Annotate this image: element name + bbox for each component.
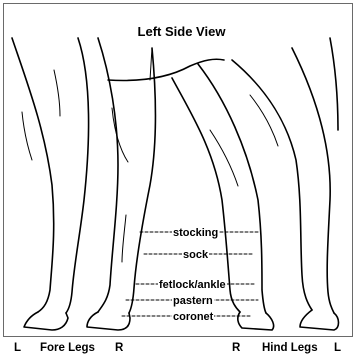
left-foreleg bbox=[12, 38, 89, 330]
sock-label: sock bbox=[182, 249, 209, 261]
left-hind-leg bbox=[232, 48, 339, 330]
hind-left-label: L bbox=[334, 342, 341, 354]
belly-outline bbox=[108, 59, 224, 80]
coronet-label: coronet bbox=[172, 311, 214, 323]
hind-legs-label: Hind Legs bbox=[262, 342, 318, 354]
fore-right-label: R bbox=[115, 342, 123, 354]
fetlock-label: fetlock/ankle bbox=[158, 279, 227, 291]
stocking-label: stocking bbox=[172, 227, 219, 239]
right-foreleg bbox=[87, 38, 156, 330]
hind-outline bbox=[330, 38, 338, 130]
fore-left-label: L bbox=[14, 342, 21, 354]
hind-right-label: R bbox=[232, 342, 240, 354]
fore-legs-label: Fore Legs bbox=[40, 342, 95, 354]
diagram-title: Left Side View bbox=[0, 24, 363, 39]
pastern-label: pastern bbox=[172, 295, 214, 307]
